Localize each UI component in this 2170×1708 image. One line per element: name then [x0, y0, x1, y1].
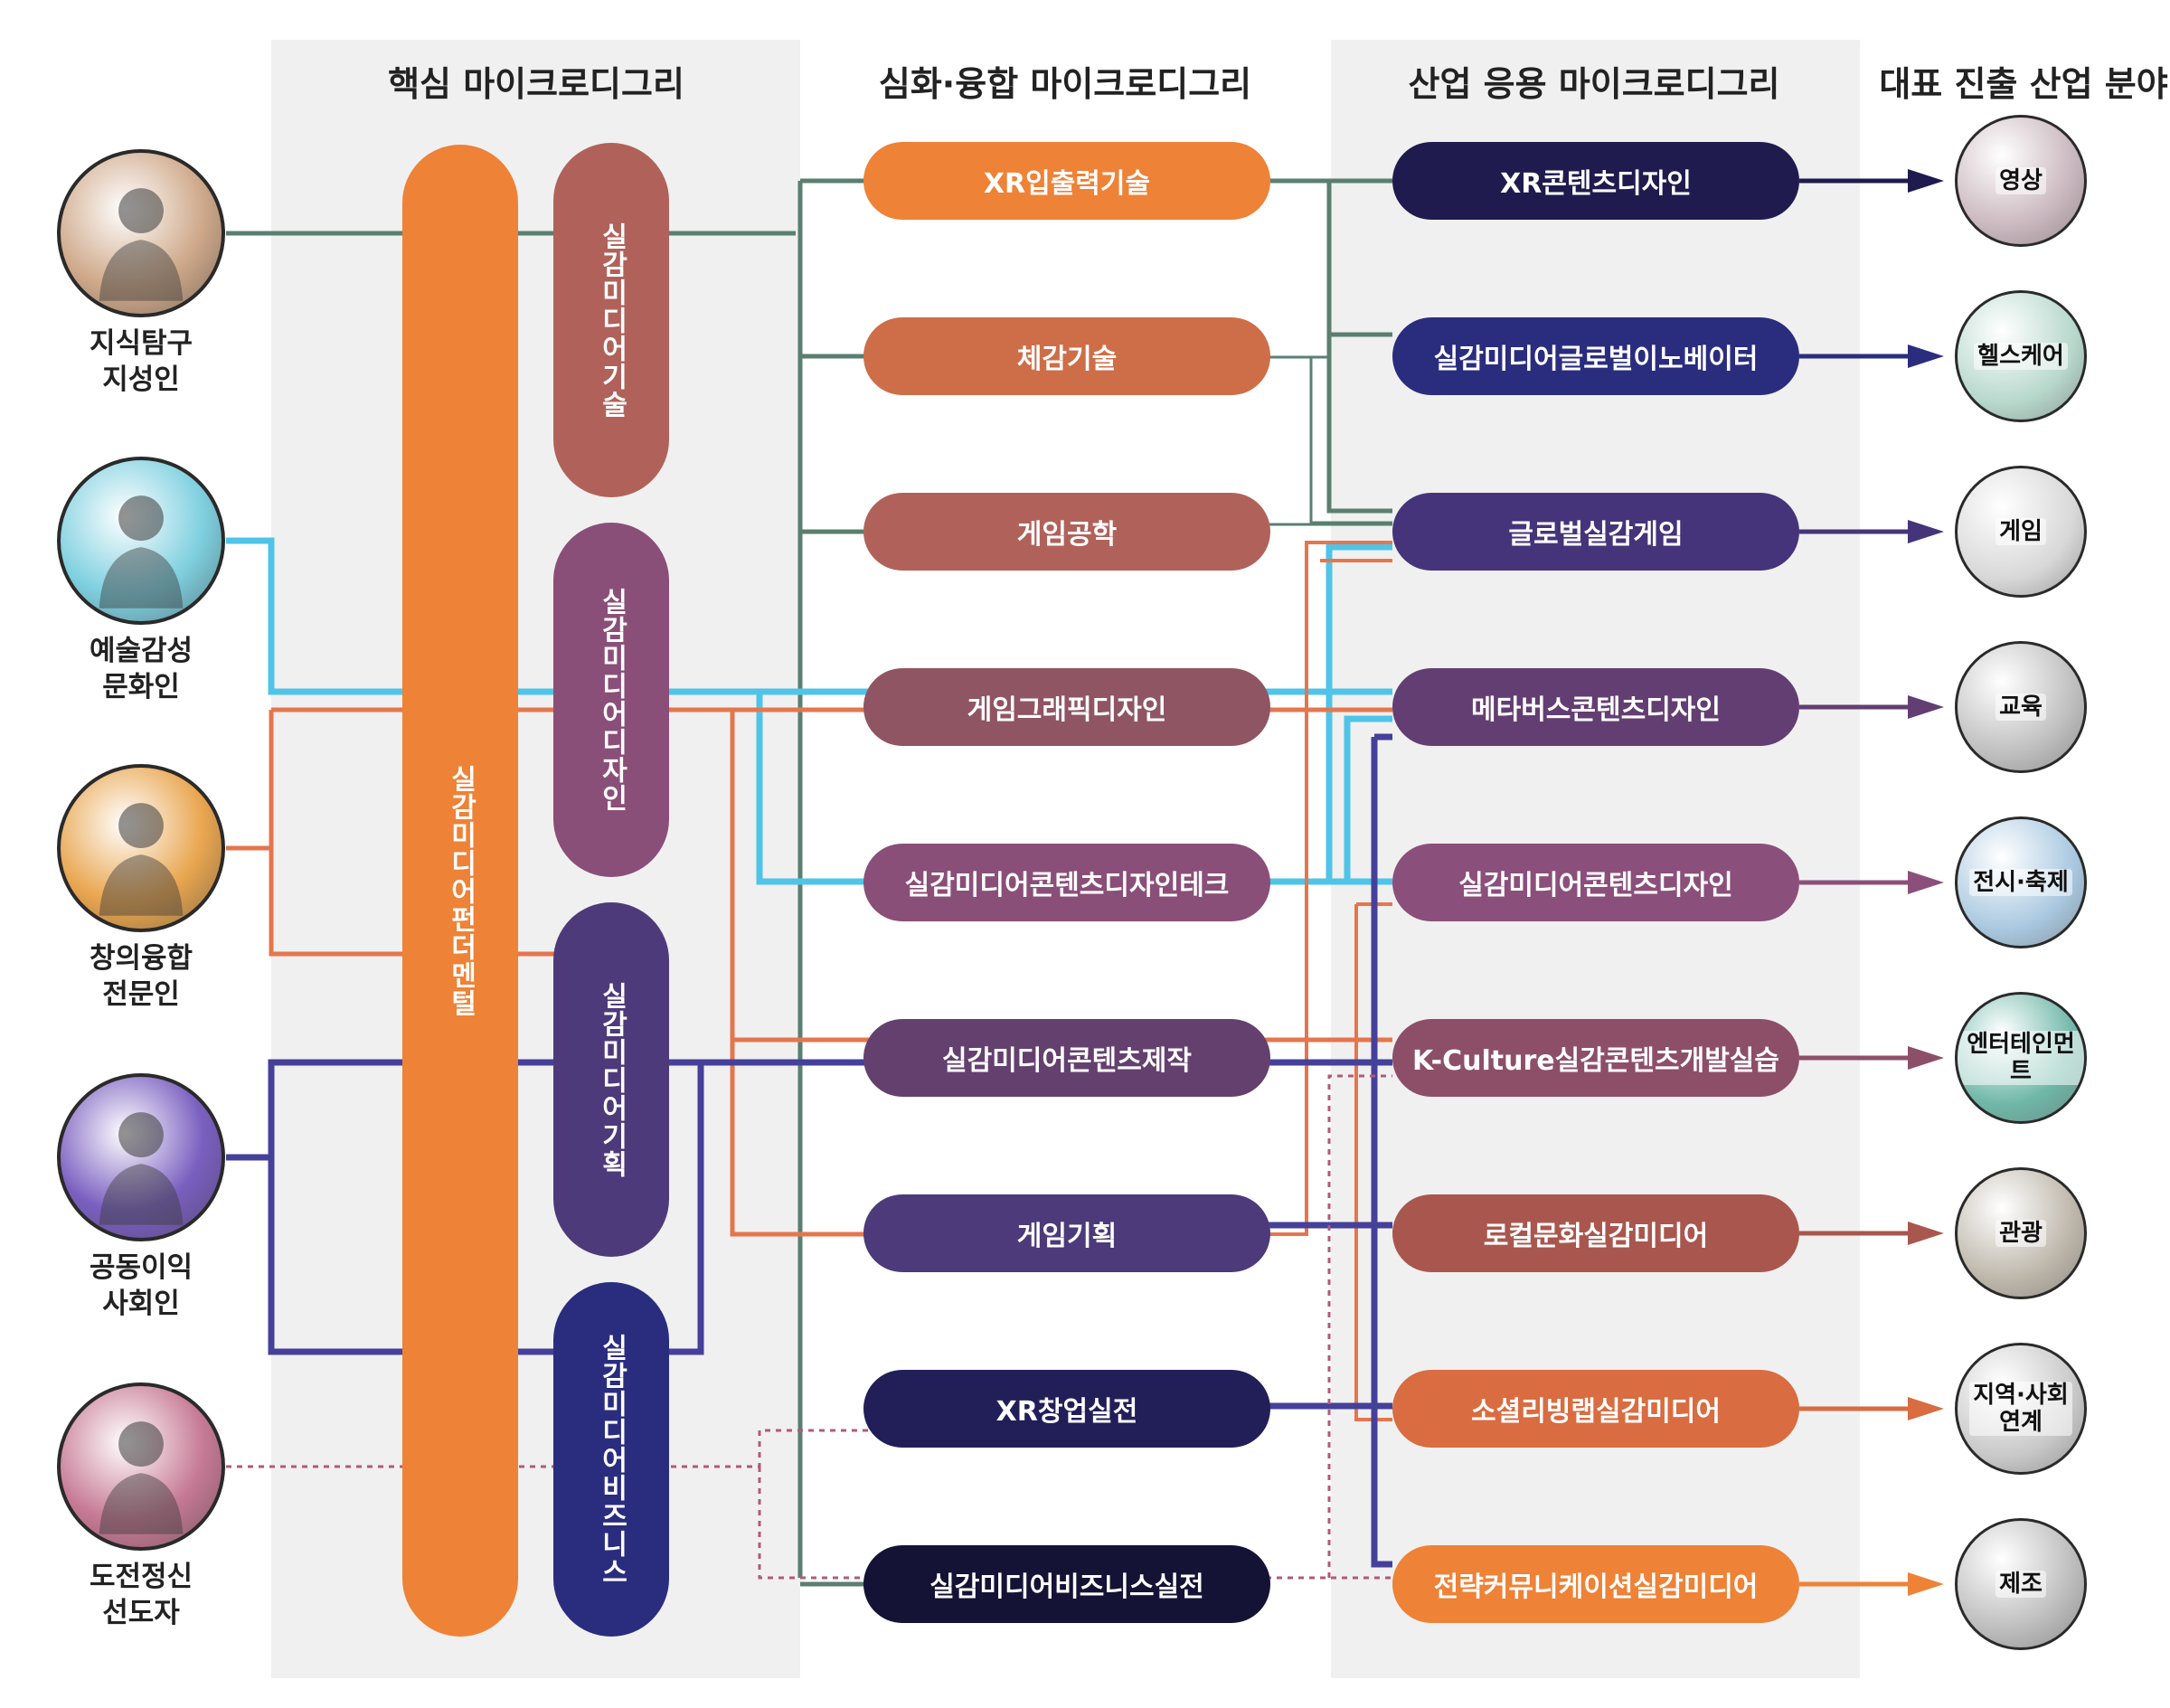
virtual-space-illustration-icon[interactable] — [57, 1073, 225, 1241]
classroom-photo-icon[interactable]: 교육 — [1955, 641, 2087, 773]
core-track-pill[interactable]: 실감미디어비즈니스 — [553, 1282, 669, 1637]
core-track-pill[interactable]: 실감미디어기술 — [553, 143, 669, 497]
advanced-degree-pill[interactable]: XR입출력기술 — [863, 142, 1270, 220]
figure-silhouette-icon — [99, 188, 184, 301]
industry-degree-pill[interactable]: 메타버스콘텐츠디자인 — [1392, 668, 1799, 746]
cyan-link-global-game — [1326, 543, 1392, 882]
dotted-link-xr-startup — [226, 1429, 868, 1468]
dotted-link-kculture — [1327, 1074, 1392, 1578]
industry-degree-pill[interactable]: 글로벌실감게임 — [1392, 493, 1799, 571]
industry-field-label: 헬스케어 — [1974, 343, 2068, 370]
advanced-column-title: 심화·융합 마이크로디그리 — [878, 64, 1252, 104]
advanced-degree-pill[interactable]: 실감미디어비즈니스실전 — [863, 1545, 1270, 1623]
industry-degree-pill[interactable]: 실감미디어콘텐츠디자인 — [1392, 844, 1799, 921]
advanced-degree-pill[interactable]: 실감미디어콘텐츠디자인테크 — [863, 844, 1270, 921]
arrow-head-icon — [1908, 1222, 1944, 1245]
industry-column-title: 산업 응용 마이크로디그리 — [1408, 64, 1780, 104]
vr-headset-photo-icon[interactable]: 게임 — [1955, 466, 2087, 598]
industry-field-label: 관광 — [1995, 1220, 2046, 1247]
factory-photo-icon[interactable]: 제조 — [1955, 1518, 2087, 1650]
advanced-degree-pill[interactable]: 게임기획 — [863, 1194, 1270, 1272]
arrow-head-icon — [1908, 1046, 1944, 1070]
dotted-link-biz-practice — [758, 1467, 868, 1580]
green-link-haptic-game — [1309, 357, 1392, 524]
advanced-degree-pill[interactable]: 체감기술 — [863, 317, 1270, 395]
cyan-link-persona2 — [226, 537, 1392, 695]
violinist-illustration-icon[interactable] — [57, 457, 225, 625]
industry-degree-pill[interactable]: 전략커뮤니케이션실감미디어 — [1392, 1545, 1799, 1623]
arrow-head-icon — [1908, 1397, 1944, 1420]
industry-field-label: 엔터테인먼트 — [1958, 1031, 2084, 1085]
core-track-label: 실감미디어비즈니스 — [596, 1333, 627, 1586]
arrow-head-icon — [1908, 1572, 1944, 1596]
orange-link-game-plan — [730, 710, 868, 1237]
core-column-band — [271, 40, 800, 1678]
arrow-head-icon — [1908, 169, 1944, 193]
industry-field-label: 제조 — [1995, 1571, 2046, 1598]
arrow-head-icon — [1908, 695, 1944, 719]
industry-field-label: 교육 — [1995, 694, 2046, 721]
core-track-label: 실감미디어기술 — [596, 222, 627, 419]
advanced-degree-pill[interactable]: 게임그래픽디자인 — [863, 668, 1270, 746]
projector-photo-icon[interactable]: 영상 — [1955, 115, 2087, 247]
industry-field-label: 영상 — [1995, 167, 2046, 194]
core-track-label: 실감미디어기획 — [596, 981, 627, 1178]
fields-column-title: 대표 진출 산업 분야 — [1879, 64, 2168, 104]
figure-silhouette-icon — [99, 495, 184, 609]
industry-degree-pill[interactable]: K-Culture실감콘텐츠개발실습 — [1392, 1019, 1799, 1097]
purple-link-strategic — [1371, 737, 1392, 1568]
vr-player-illustration-icon[interactable] — [57, 1382, 225, 1551]
vr-creator-illustration-icon[interactable] — [57, 764, 225, 932]
figure-silhouette-icon — [99, 1112, 184, 1225]
mentor-track-label: 실감미디어펀더멘털 — [445, 764, 476, 1017]
arrow-head-icon — [1908, 871, 1944, 894]
stage-lights-photo-icon[interactable]: 엔터테인먼트 — [1955, 992, 2087, 1124]
arrow-head-icon — [1908, 344, 1944, 368]
cyan-link-metaverse — [1344, 715, 1392, 882]
core-track-pill[interactable]: 실감미디어디자인 — [553, 523, 669, 877]
balloon-festival-photo-icon[interactable]: 전시·축제 — [1955, 816, 2087, 948]
industry-degree-pill[interactable]: 소셜리빙랩실감미디어 — [1392, 1370, 1799, 1448]
orange-link-global-game — [1266, 541, 1392, 1236]
core-track-label: 실감미디어디자인 — [596, 588, 627, 812]
advanced-degree-pill[interactable]: XR창업실전 — [863, 1370, 1270, 1448]
purple-link-persona4 — [226, 1059, 868, 1161]
arrow-head-icon — [1908, 520, 1944, 543]
industry-degree-pill[interactable]: XR콘텐츠디자인 — [1392, 142, 1799, 220]
figure-silhouette-icon — [99, 1421, 184, 1534]
lecturer-illustration-icon[interactable] — [57, 149, 225, 317]
green-link-xr-io-branch — [1326, 181, 1392, 514]
advanced-degree-pill[interactable]: 게임공학 — [863, 493, 1270, 571]
mentor-track-pill[interactable]: 실감미디어펀더멘털 — [402, 145, 518, 1637]
cyan-link-contents-tech — [756, 692, 868, 885]
industry-field-label: 전시·축제 — [1969, 869, 2072, 896]
industry-field-label: 게임 — [1995, 518, 2046, 545]
industry-degree-pill[interactable]: 로컬문화실감미디어 — [1392, 1194, 1799, 1272]
traditional-dress-photo-icon[interactable]: 관광 — [1955, 1167, 2087, 1299]
advanced-degree-pill[interactable]: 실감미디어콘텐츠제작 — [863, 1019, 1270, 1097]
core-track-pill[interactable]: 실감미디어기획 — [553, 902, 669, 1257]
medical-photo-icon[interactable]: 헬스케어 — [1955, 290, 2087, 422]
orange-link-social — [1354, 904, 1392, 1421]
core-column-title: 핵심 마이크로디그리 — [388, 64, 684, 104]
industry-degree-pill[interactable]: 실감미디어글로벌이노베이터 — [1392, 317, 1799, 395]
figure-silhouette-icon — [99, 803, 184, 916]
